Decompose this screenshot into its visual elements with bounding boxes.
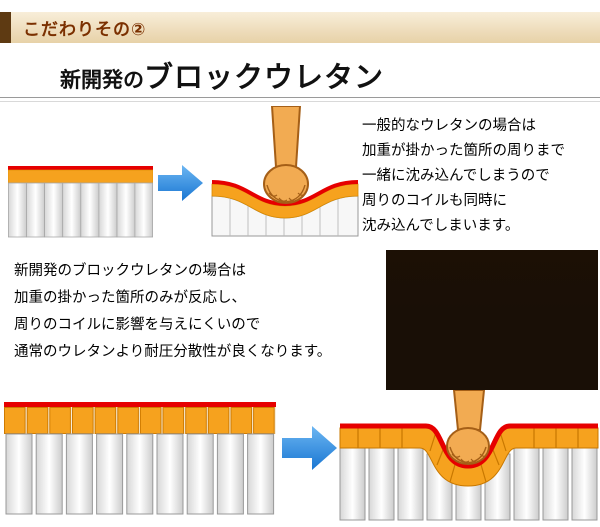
foam-photo-shading [386, 250, 598, 390]
text-line: 加重が掛かった箇所の周りまで [362, 143, 565, 159]
coil-layer [5, 433, 275, 515]
mattress-block-flat-illustration [4, 402, 276, 515]
text-line: 一緒に沈み込んでしまうので [362, 168, 550, 184]
text-line: 通常のウレタンより耐圧分散性が良くなります。 [14, 344, 332, 360]
block-urethane-description: 新開発のブロックウレタンの場合は 加重の掛かった箇所のみが反応し、 周りのコイル… [14, 258, 386, 366]
page-title-prefix: 新開発の [60, 69, 144, 92]
title-underline-light [0, 101, 600, 102]
text-line: 周りのコイルも同時に [362, 193, 507, 209]
general-urethane-description: 一般的なウレタンの場合は 加重が掛かった箇所の周りまで 一緒に沈み込んでしまうの… [362, 114, 598, 239]
block-urethane-foam-photo [386, 250, 598, 390]
text-line: 新開発のブロックウレタンの場合は [14, 263, 246, 279]
mattress-block-pressed-illustration [339, 390, 599, 521]
urethane-layer [8, 169, 153, 184]
mattress-normal-flat-illustration [8, 166, 153, 238]
text-line: 一般的なウレタンの場合は [362, 118, 536, 134]
text-line: 沈み込んでしまいます。 [362, 218, 520, 234]
text-line: 周りのコイルに影響を与えにくいので [14, 317, 261, 333]
mattress-normal-pressed-illustration [211, 106, 359, 237]
hand-press-icon [446, 390, 490, 465]
arrow-right-icon [282, 426, 337, 470]
arrow-right-icon [158, 165, 203, 201]
comfort-layer-red [211, 180, 359, 207]
section-header-bar: こだわりその② [0, 12, 600, 43]
comfort-layer-red [340, 423, 598, 469]
text-line: 加重の掛かった箇所のみが反応し、 [14, 290, 246, 306]
section-header-label: こだわりその② [23, 20, 147, 39]
hand-press-icon [263, 106, 309, 204]
page-title: 新開発のブロックウレタン [60, 54, 384, 96]
comfort-layer-red [4, 402, 276, 407]
coil-layer [8, 182, 153, 238]
page-title-main: ブロックウレタン [144, 62, 385, 94]
comfort-layer-red [8, 166, 153, 170]
title-underline [0, 97, 600, 98]
urethane-block-layer [4, 407, 275, 434]
